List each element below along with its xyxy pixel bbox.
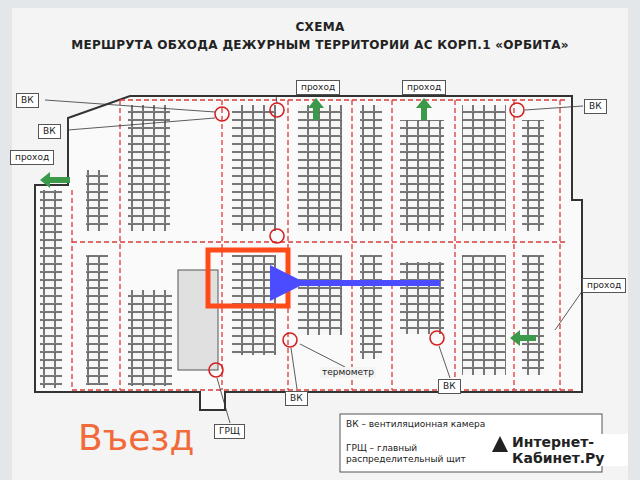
room-tag: ВК [285, 391, 308, 406]
exit-tag: проход [296, 80, 340, 95]
entry-label: Въезд [78, 418, 194, 458]
poster-sheet [12, 8, 628, 480]
room-tag: ГРЩ [214, 424, 245, 439]
highlight-frame [208, 250, 288, 306]
exit-tag: проход [402, 80, 446, 95]
parking-stalls [40, 105, 544, 388]
patrol-route [72, 100, 576, 390]
room-tag: ВК [16, 93, 39, 108]
watermark-logo [492, 436, 508, 452]
building-wall [35, 96, 582, 410]
exit-arrow [40, 98, 536, 346]
room-tag: ВК [38, 124, 61, 139]
legend-note: ГРЩ – главный распределительный щит [346, 443, 488, 465]
room-tag: ВК [584, 99, 607, 114]
exit-tag: проход [10, 150, 54, 165]
legend-note: ВК – вентиляционная камера [346, 419, 488, 430]
diagram-subtitle: МЕРШРУТА ОБХОДА ДЕЖУРНЫМ ТЕРРИТОРИИ АС К… [0, 38, 640, 52]
pointer-arrow [300, 280, 440, 286]
leader-line [45, 96, 583, 423]
diagram-title: СХЕМА [0, 20, 640, 34]
watermark: Интернет-Кабинет.Ру [512, 434, 628, 466]
exit-tag: проход [582, 278, 626, 293]
room-tag: ВК [438, 379, 461, 394]
sensor-label: термометр [320, 367, 376, 378]
check-point [209, 103, 524, 377]
